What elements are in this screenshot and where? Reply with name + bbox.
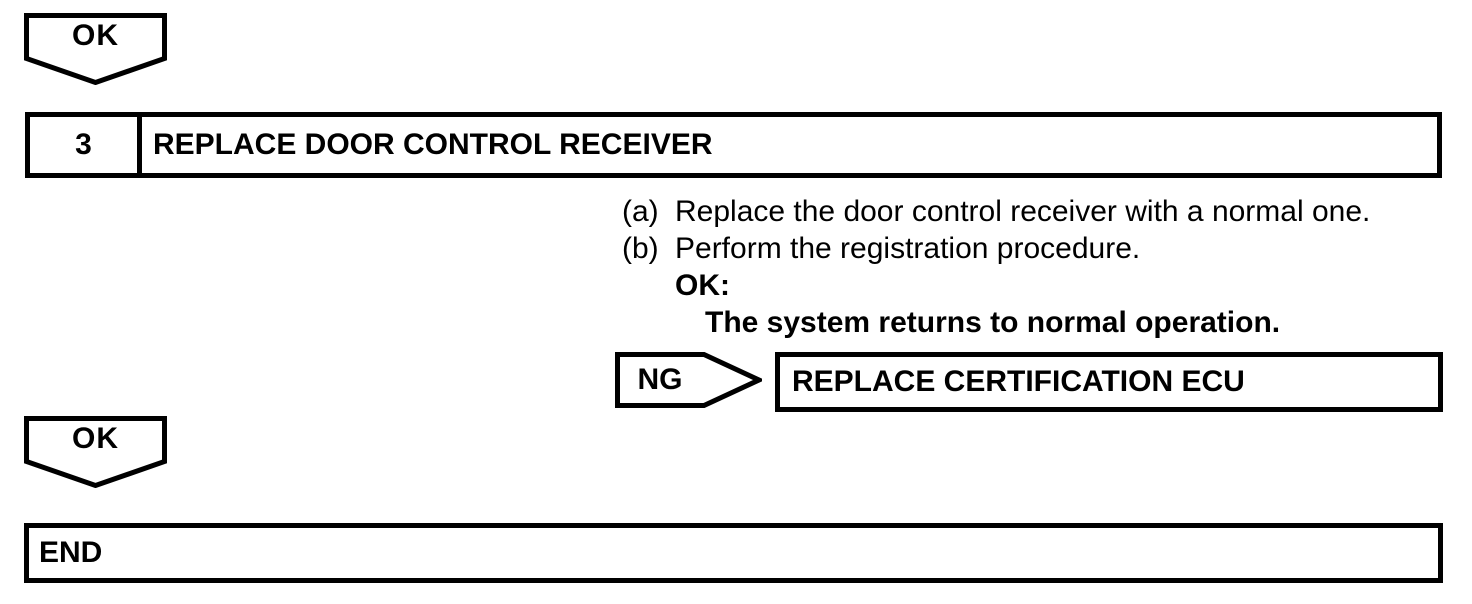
end-label: END — [39, 536, 103, 569]
instruction-block: (a) Replace the door control receiver wi… — [622, 193, 1370, 341]
ok-connector-bottom: OK — [24, 416, 167, 488]
ng-connector-label: NG — [637, 363, 683, 396]
instruction-label: (b) — [622, 232, 659, 265]
arrow-down-pentagon-icon — [24, 13, 167, 85]
instruction-label: (a) — [622, 195, 659, 228]
ok-condition-heading-row: OK: — [622, 267, 1370, 304]
ok-connector-bottom-label: OK — [72, 422, 119, 455]
ng-action-label: REPLACE CERTIFICATION ECU — [792, 365, 1245, 398]
ok-condition-result: The system returns to normal operation. — [705, 306, 1281, 339]
instruction-text: Perform the registration procedure. — [675, 232, 1141, 265]
instruction-row: (b) Perform the registration procedure. — [622, 230, 1370, 267]
ok-condition-result-row: The system returns to normal operation. — [622, 304, 1370, 341]
ok-condition-heading: OK: — [675, 269, 730, 302]
instruction-row: (a) Replace the door control receiver wi… — [622, 193, 1370, 230]
ng-connector: NG — [615, 352, 762, 408]
step-box: 3 REPLACE DOOR CONTROL RECEIVER — [25, 112, 1442, 178]
arrow-right-pentagon-icon — [615, 352, 762, 408]
end-box: END — [24, 523, 1443, 583]
ok-connector-top: OK — [24, 13, 167, 85]
ok-connector-top-label: OK — [72, 19, 119, 52]
step-title: REPLACE DOOR CONTROL RECEIVER — [153, 128, 713, 161]
step-number: 3 — [30, 117, 142, 173]
instruction-text: Replace the door control receiver with a… — [675, 195, 1371, 228]
ng-action-box: REPLACE CERTIFICATION ECU — [775, 352, 1443, 412]
arrow-down-pentagon-icon — [24, 416, 167, 488]
